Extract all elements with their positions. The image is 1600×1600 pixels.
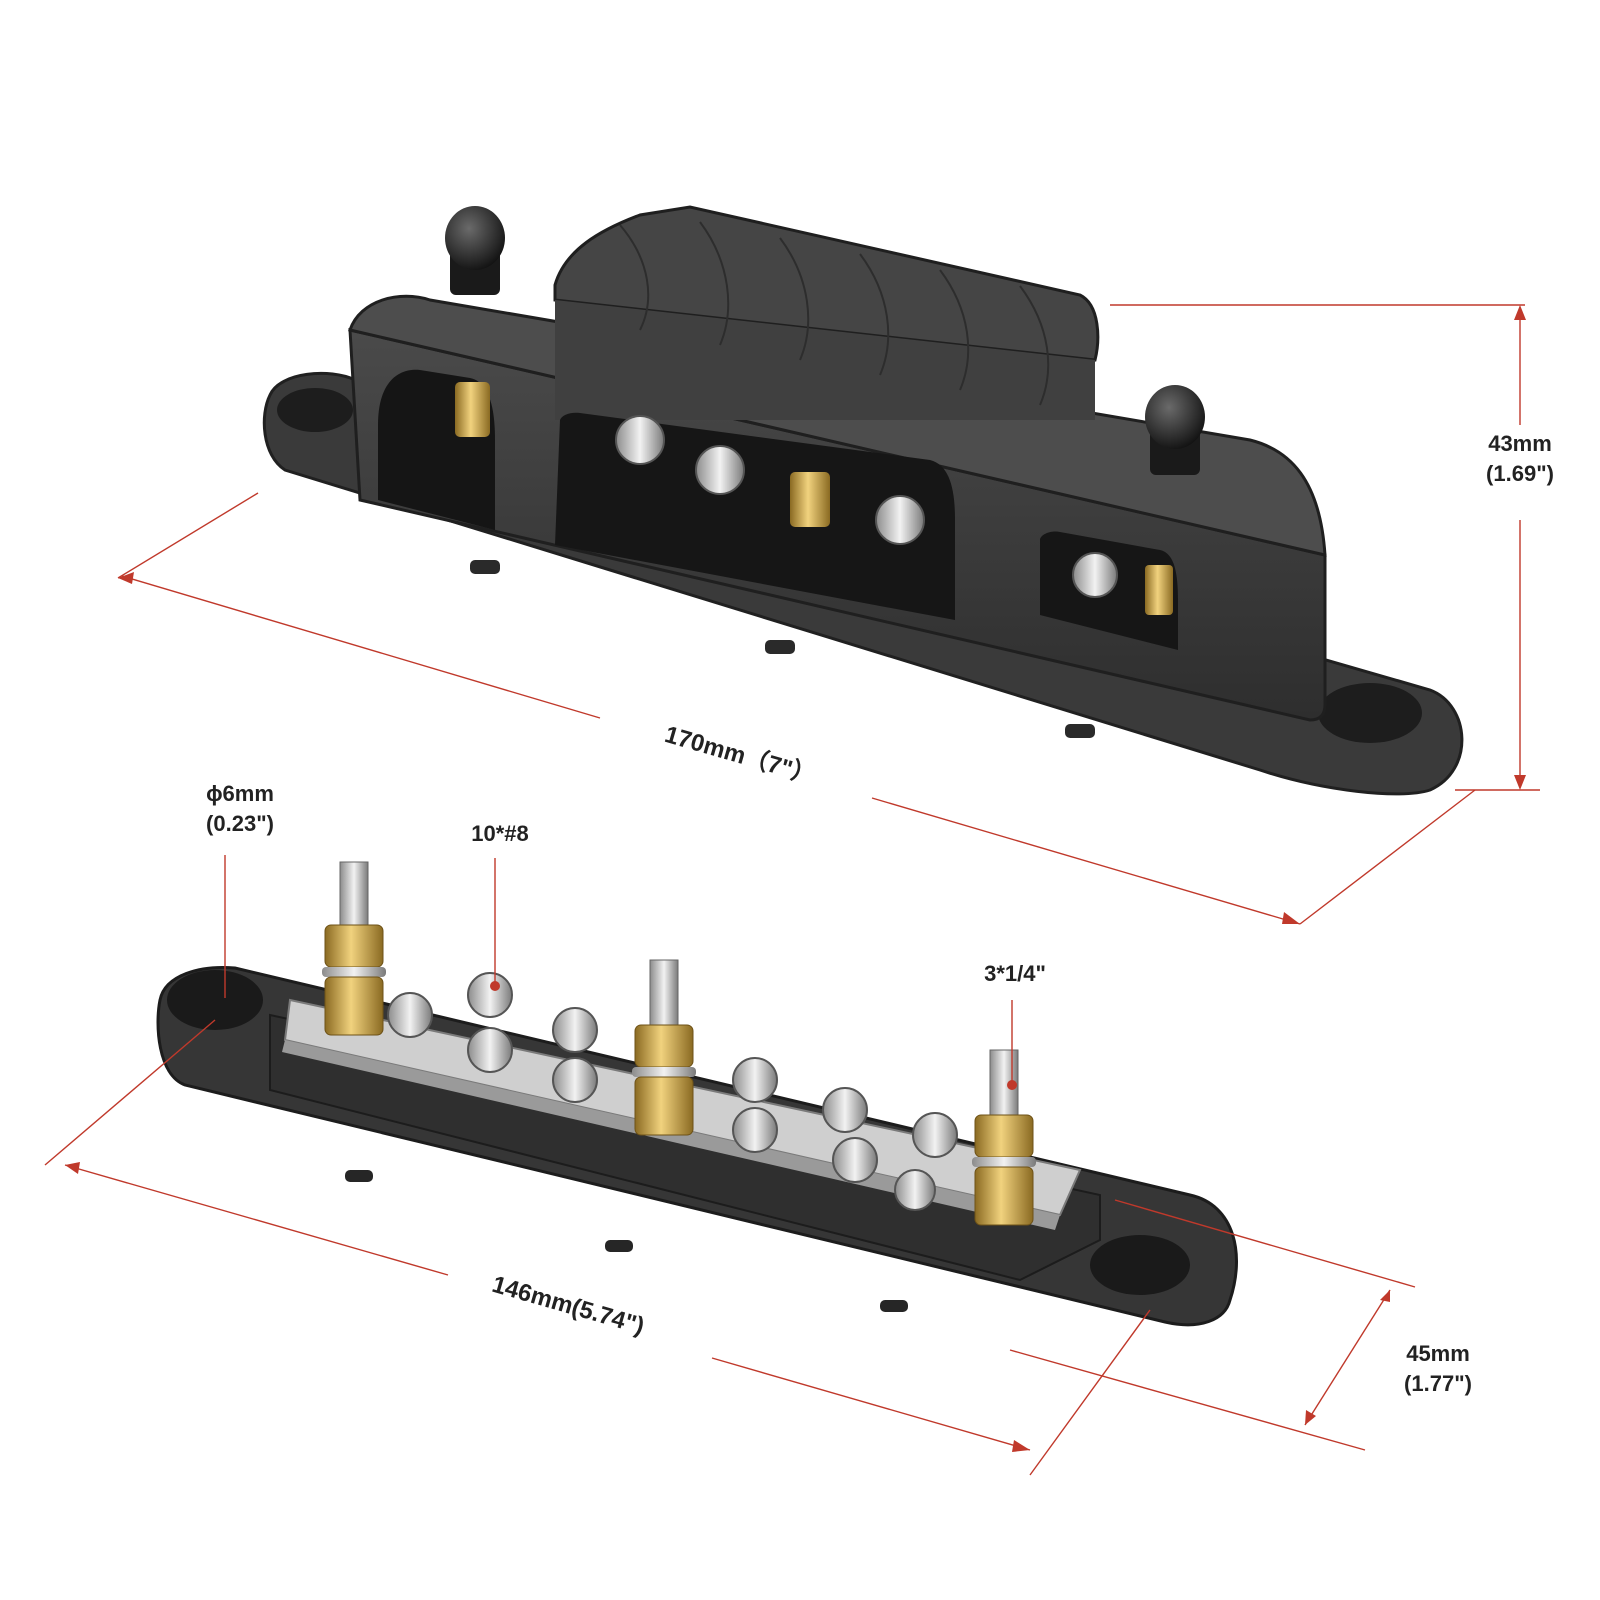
small-screw bbox=[732, 1057, 778, 1103]
leader-dot bbox=[490, 981, 500, 991]
dim-170-extension-left bbox=[117, 492, 259, 579]
left-mounting-hole bbox=[277, 388, 353, 432]
right-cap-nut bbox=[1145, 385, 1205, 475]
arrow-head bbox=[1380, 1290, 1390, 1302]
stud-right bbox=[972, 1049, 1036, 1226]
dim-146-line-a bbox=[64, 1164, 449, 1276]
arrow-head bbox=[1012, 1440, 1030, 1452]
small-screw bbox=[894, 1169, 936, 1211]
screw-head bbox=[695, 445, 745, 495]
dim-45-line bbox=[1304, 1289, 1391, 1426]
studs-label: 3*1/4" bbox=[984, 961, 1046, 986]
arrow-head bbox=[1282, 912, 1300, 924]
left-brass-nut bbox=[455, 382, 490, 437]
right-screw-head bbox=[1072, 552, 1118, 598]
stud-center bbox=[632, 959, 696, 1136]
dimension-lines bbox=[44, 304, 1540, 1476]
small-screw bbox=[552, 1057, 598, 1103]
small-screw bbox=[732, 1107, 778, 1153]
cover-center-hump bbox=[553, 205, 1100, 362]
foot bbox=[605, 1240, 633, 1252]
cover-center-opening bbox=[555, 412, 955, 620]
arrow-head bbox=[1514, 305, 1526, 320]
small-screw bbox=[387, 992, 433, 1038]
height-label-line2: (1.69") bbox=[1486, 461, 1554, 486]
open-bus-bar bbox=[156, 861, 1238, 1327]
small-screw bbox=[467, 1027, 513, 1073]
screw-head bbox=[615, 415, 665, 465]
foot bbox=[345, 1170, 373, 1182]
screw-head bbox=[875, 495, 925, 545]
small-screw bbox=[552, 1007, 598, 1053]
dim-170-line-b bbox=[871, 797, 1301, 925]
right-mounting-hole bbox=[1318, 683, 1422, 743]
dim-45-extension-bottom bbox=[1009, 1349, 1366, 1451]
width-label-line2: (1.77") bbox=[1404, 1371, 1472, 1396]
center-screws bbox=[615, 415, 925, 545]
dim-146-extension-left bbox=[44, 1019, 216, 1166]
covered-bus-bar bbox=[262, 205, 1464, 796]
leader-dot bbox=[1007, 1080, 1017, 1090]
small-screw bbox=[912, 1112, 958, 1158]
small-screw bbox=[832, 1137, 878, 1183]
dim-45-extension-top bbox=[1114, 1199, 1416, 1288]
arrow-head bbox=[118, 572, 134, 584]
right-brass-nut bbox=[1145, 565, 1173, 615]
foot bbox=[880, 1300, 908, 1312]
dim-170-extension-right bbox=[1299, 789, 1476, 925]
small-screw bbox=[467, 972, 513, 1018]
dim-146-extension-right bbox=[1029, 1309, 1151, 1476]
foot bbox=[765, 640, 795, 654]
arrow-head bbox=[1305, 1410, 1316, 1425]
dim-170-line-a bbox=[121, 575, 601, 719]
small-screws bbox=[387, 972, 958, 1211]
hump-ribs bbox=[619, 221, 1050, 406]
small-screw bbox=[822, 1087, 868, 1133]
stud-left bbox=[322, 861, 386, 1036]
width-label-line1: 45mm bbox=[1406, 1341, 1470, 1366]
arrow-head bbox=[1514, 775, 1526, 790]
foot bbox=[470, 560, 500, 574]
left-cap-nut bbox=[445, 206, 505, 295]
dimension-markers bbox=[65, 305, 1526, 1452]
hole-label-line1: ϕ6mm bbox=[206, 781, 274, 806]
hole-label-line2: (0.23") bbox=[206, 811, 274, 836]
small-screws-label: 10*#8 bbox=[471, 821, 529, 846]
height-label-line1: 43mm bbox=[1488, 431, 1552, 456]
left-mounting-hole-base bbox=[167, 970, 263, 1030]
foot bbox=[1065, 724, 1095, 738]
center-brass-nut bbox=[790, 472, 830, 527]
arrow-head bbox=[65, 1162, 80, 1174]
dim-146-line-b bbox=[711, 1357, 1031, 1451]
right-mounting-hole-base bbox=[1090, 1235, 1190, 1295]
